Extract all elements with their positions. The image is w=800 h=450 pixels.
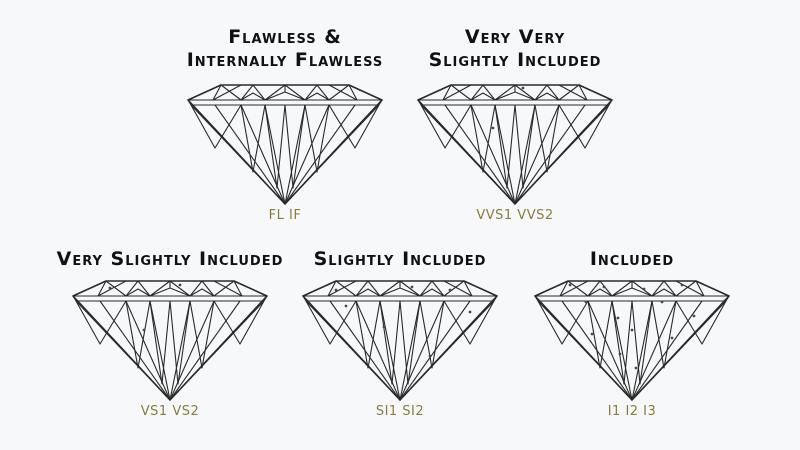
diamond-facet-line: [240, 92, 330, 101]
diamond-facet-line: [470, 92, 560, 101]
diamond-facet-line: [442, 84, 588, 101]
grade-vs: Very Slightly Included VS1 VS2: [57, 248, 283, 419]
inclusion-dot: [334, 288, 338, 292]
diamond-facet-line: [264, 104, 306, 189]
inclusion-dot: [108, 286, 112, 290]
diamond-facet-line: [537, 300, 727, 369]
inclusion-dot: [344, 304, 348, 308]
diamond-facet-line: [305, 300, 495, 369]
diamond-facet-line: [305, 300, 495, 401]
clarity-code: VS1 VS2: [140, 404, 200, 419]
diamond-facet-line: [442, 84, 588, 101]
grade-si: Slightly Included SI1 SI2: [300, 248, 500, 419]
diamond-facet-line: [327, 280, 473, 297]
inclusion-dot: [692, 314, 696, 318]
grade-fl-if: Flawless & Internally Flawless FL IF: [185, 26, 385, 223]
diamond-facet-line: [355, 288, 445, 297]
diamond-icon: [534, 280, 730, 401]
inclusion-dot: [142, 328, 146, 332]
diamond-facet-line: [149, 300, 191, 401]
inclusion-dot: [568, 283, 572, 287]
diamond-facet-line: [444, 104, 586, 205]
inclusion-dot: [382, 325, 386, 329]
inclusion-dot: [680, 283, 684, 287]
inclusion-dot: [660, 300, 664, 304]
grade-title: Very Very Slightly Included: [428, 26, 602, 71]
diamond-facet-line: [417, 99, 613, 106]
inclusion-dot: [491, 126, 495, 130]
diamond-facet-line: [302, 295, 498, 302]
diamond-facet-line: [494, 104, 536, 189]
diamond-icon: [302, 280, 498, 401]
diamond-facet-line: [75, 300, 265, 369]
diamond-facet-line: [72, 295, 268, 302]
diamond-facet-line: [264, 104, 306, 205]
grade-title: Included: [589, 248, 675, 270]
diamond-facet-line: [190, 104, 380, 205]
inclusion-dot: [630, 328, 634, 332]
diamond-facet-line: [240, 104, 330, 205]
diamond-facet-line: [190, 104, 380, 173]
diamond-icon: [187, 84, 383, 205]
diamond-facet-line: [212, 84, 358, 101]
clarity-code: SI1 SI2: [375, 404, 425, 419]
diamond-facet-line: [125, 300, 215, 401]
diamond-icon: [72, 280, 268, 401]
diamond-icon: [417, 84, 613, 205]
inclusion-dot: [468, 310, 472, 314]
diamond-facet-line: [214, 104, 356, 205]
inclusion-dot: [584, 300, 588, 304]
inclusion-dot: [602, 285, 606, 289]
diamond-facet-line: [212, 84, 358, 101]
diamond-facet-line: [587, 300, 677, 401]
diamond-facet-line: [611, 300, 653, 385]
diamond-facet-line: [327, 280, 473, 297]
diamond-facet-line: [99, 300, 241, 401]
clarity-code: FL IF: [268, 208, 302, 223]
diamond-facet-line: [494, 104, 536, 205]
diamond-facet-line: [97, 280, 243, 297]
diamond-facet-line: [355, 300, 445, 401]
diamond-facet-line: [587, 288, 677, 297]
inclusion-dot: [410, 285, 414, 289]
diamond-facet-line: [97, 280, 243, 297]
inclusion-dot: [448, 288, 452, 292]
inclusion-dot: [616, 316, 620, 320]
diamond-facet-line: [379, 300, 421, 385]
diamond-facet-line: [559, 280, 705, 297]
grade-title: Flawless & Internally Flawless: [186, 26, 384, 71]
inclusion-dot: [618, 352, 622, 356]
diamond-facet-line: [559, 280, 705, 297]
diamond-facet-line: [379, 300, 421, 401]
diamond-facet-line: [149, 300, 191, 385]
diamond-facet-line: [420, 104, 610, 173]
inclusion-dot: [521, 86, 525, 90]
inclusion-dot: [642, 287, 646, 291]
diamond-facet-line: [537, 300, 727, 401]
diamond-facet-line: [187, 99, 383, 106]
diamond-facet-line: [329, 300, 471, 401]
diamond-facet-line: [611, 300, 653, 401]
diamond-facet-line: [561, 300, 703, 401]
grade-title: Very Slightly Included: [56, 248, 284, 270]
clarity-code: VVS1 VVS2: [476, 208, 554, 223]
diamond-facet-line: [470, 104, 560, 205]
clarity-code: I1 I2 I3: [607, 404, 657, 419]
diamond-facet-line: [75, 300, 265, 401]
diamond-facet-line: [534, 295, 730, 302]
diamond-facet-line: [420, 104, 610, 205]
grade-vvs: Very Very Slightly Included VVS1 VVS2: [415, 26, 615, 223]
grade-title: Slightly Included: [313, 248, 487, 270]
inclusion-dot: [428, 354, 432, 358]
inclusion-dot: [634, 366, 638, 370]
inclusion-dot: [670, 336, 674, 340]
inclusion-dot: [178, 283, 182, 287]
grade-i: Included I1 I2 I3: [532, 248, 732, 419]
diamond-facet-line: [125, 288, 215, 297]
inclusion-dot: [590, 332, 594, 336]
